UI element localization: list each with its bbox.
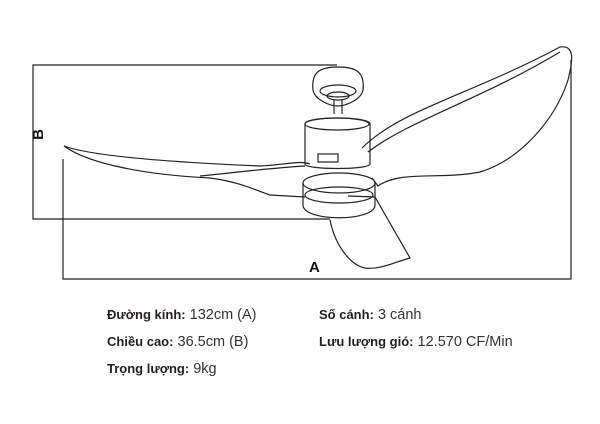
light-kit — [302, 172, 376, 219]
spec-height: Chiều cao: 36.5cm (B) — [107, 334, 249, 350]
dimension-label-b: B — [29, 129, 47, 140]
right-blade — [361, 46, 573, 187]
spec-weight: Trọng lượng: 9kg — [107, 361, 217, 377]
spec-airflow: Lưu lượng gió: 12.570 CF/Min — [319, 334, 513, 350]
spec-diameter: Đường kính: 132cm (A) — [107, 307, 257, 323]
left-blade — [63, 145, 311, 198]
dimension-label-a: A — [309, 259, 320, 276]
motor-housing — [304, 117, 371, 170]
dimension-a-bracket — [62, 60, 572, 280]
canopy — [312, 66, 364, 114]
dimension-b-bracket — [32, 64, 337, 220]
spec-blade-count: Số cánh: 3 cánh — [319, 307, 422, 323]
lower-blade — [329, 195, 411, 269]
